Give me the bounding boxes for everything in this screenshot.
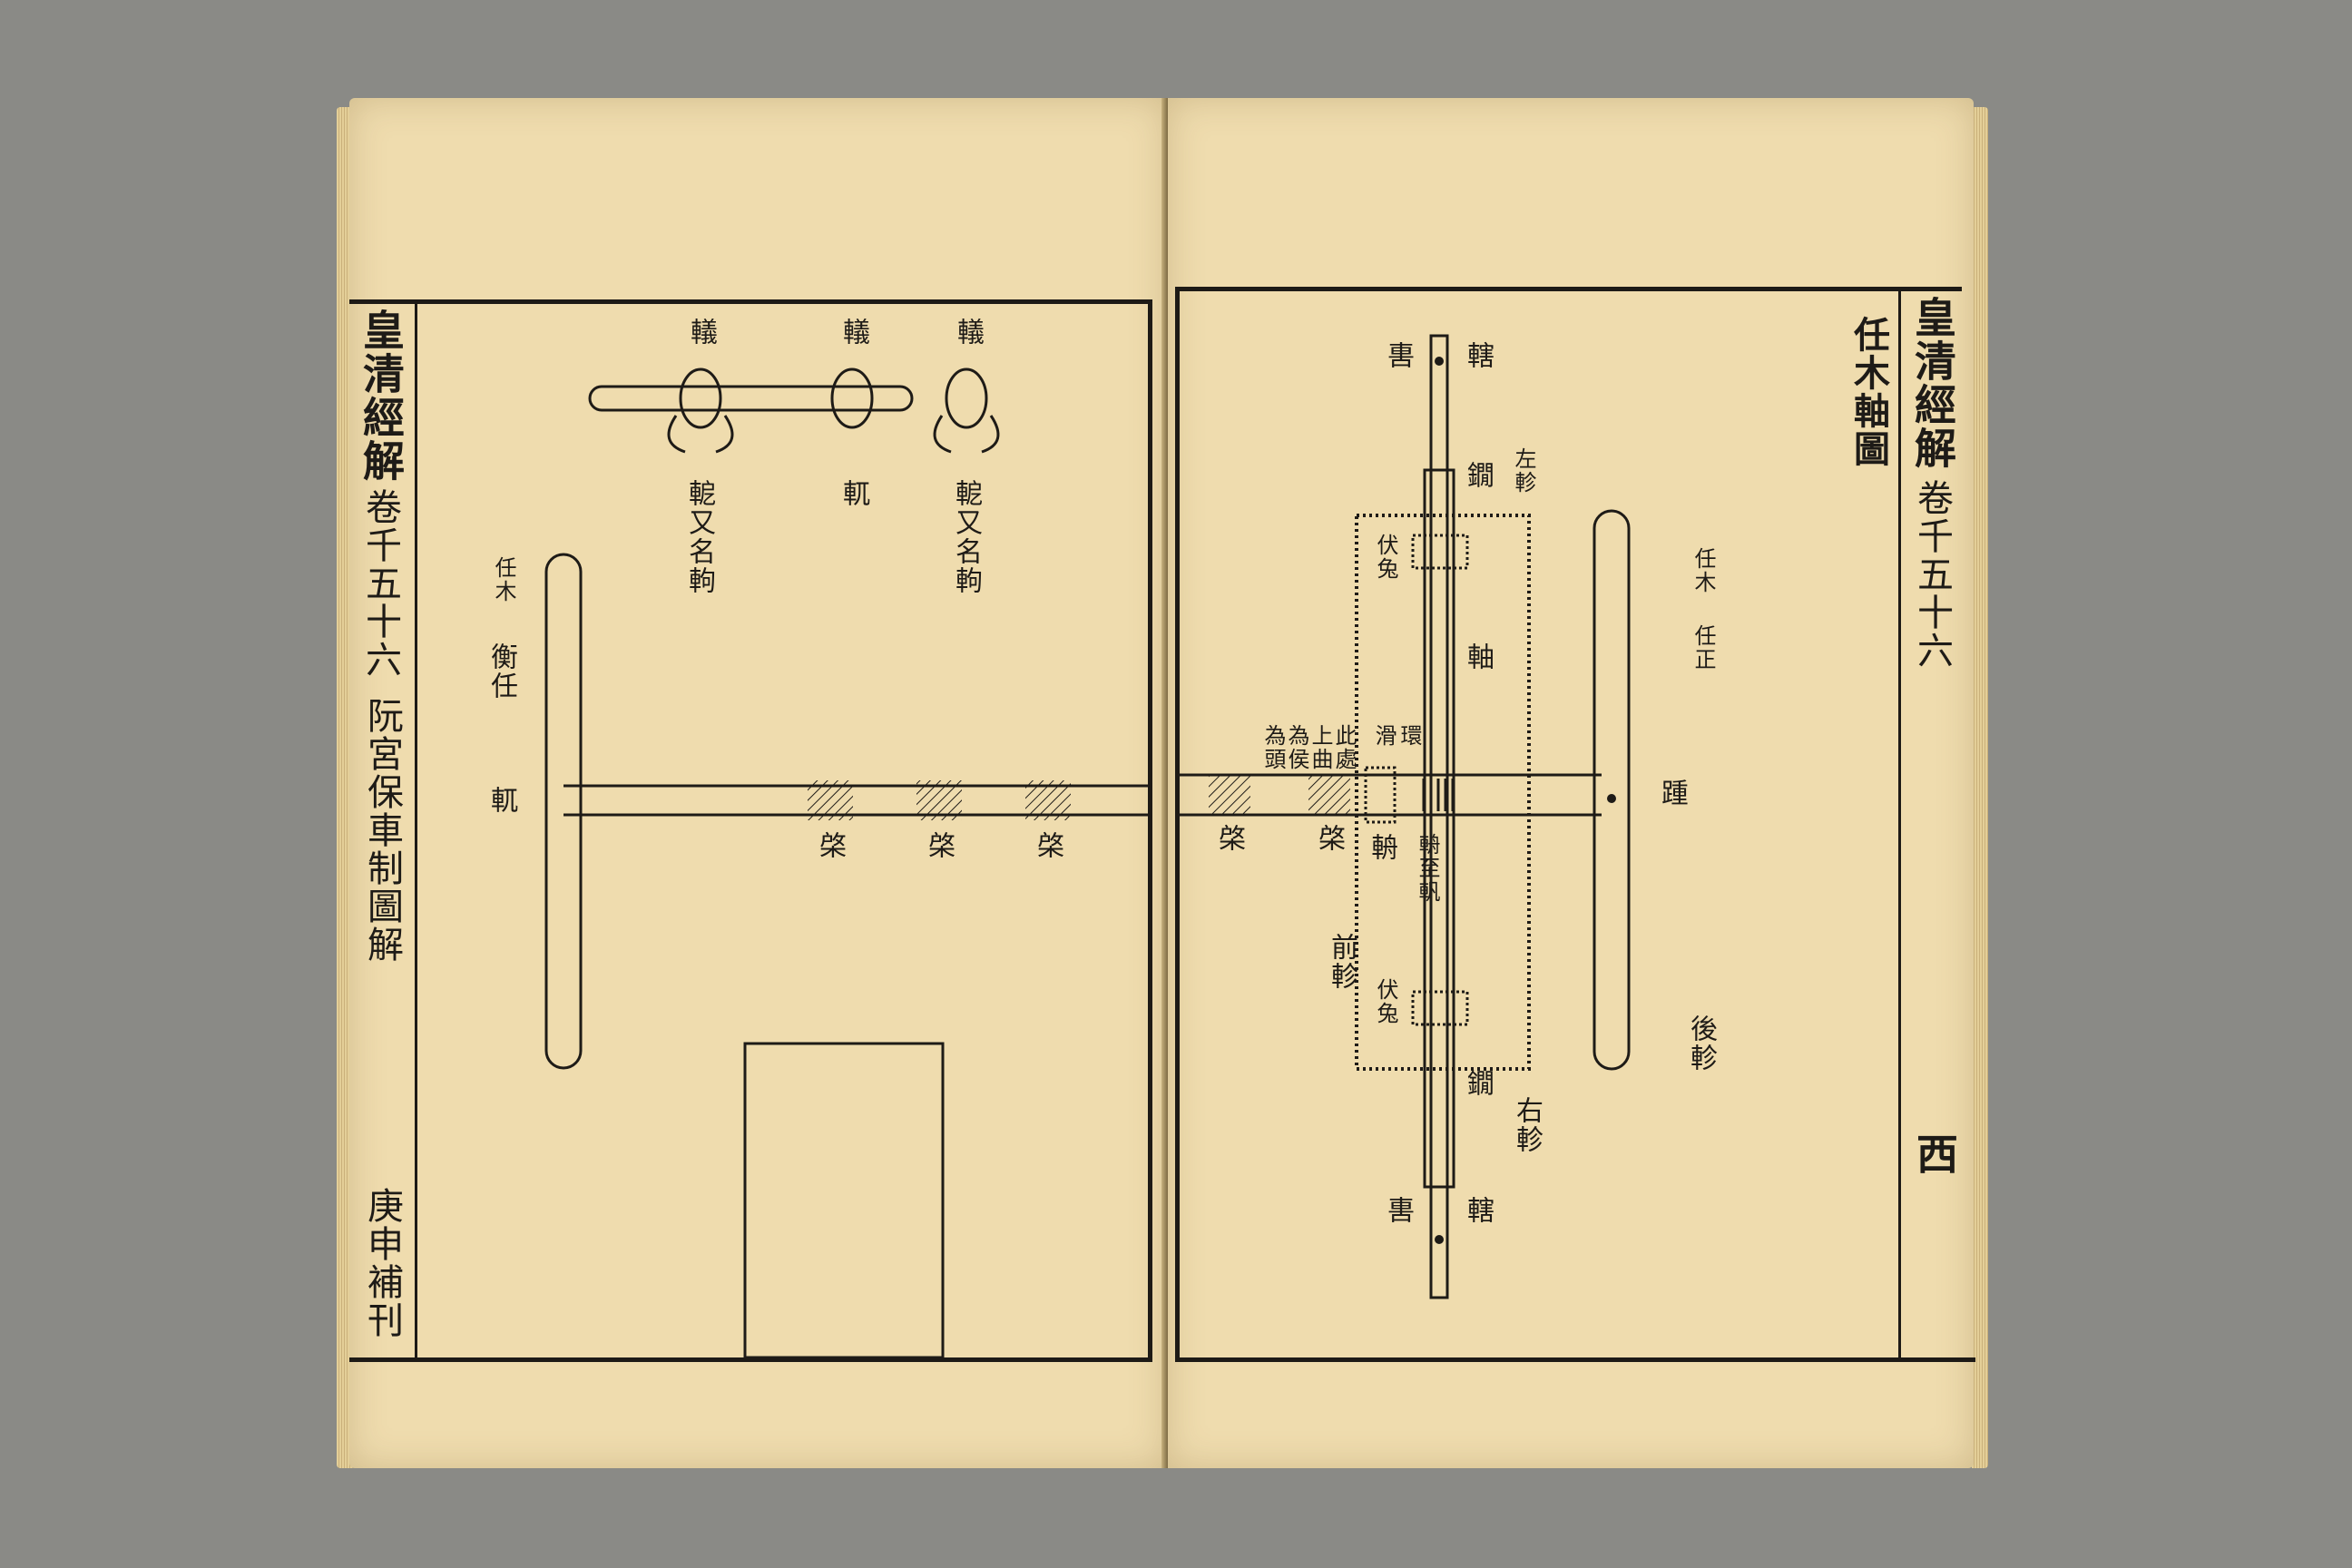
label-top-axle-end: 軎	[1382, 341, 1414, 370]
label-hou-zhen: 後軫	[1685, 1014, 1717, 1073]
label-spoke-3: 棨	[1032, 831, 1063, 860]
label-ren-zheng: 任正	[1690, 624, 1716, 671]
label-ring-left: 軶又名軥	[683, 479, 715, 595]
label-renmu: 任木	[491, 556, 516, 603]
label-renmu-right: 任木	[1690, 547, 1716, 594]
label-ci-chu: 此處	[1331, 724, 1357, 771]
frame-bottom-rule	[1177, 1357, 1975, 1362]
open-book: 皇清經解 卷千五十六 阮宮保車制圖解 庚申補刊	[337, 98, 1988, 1477]
axle-pin-bottom	[1435, 1235, 1444, 1244]
label-ring-right: 軶又名軥	[950, 479, 982, 595]
left-page: 皇清經解 卷千五十六 阮宮保車制圖解 庚申補刊	[349, 98, 1166, 1468]
label-fu: 輈	[1366, 833, 1397, 862]
right-diagram	[1177, 334, 1631, 1299]
label-jian-top: 鐗	[1462, 461, 1494, 490]
margin-title: 皇清經解	[357, 309, 406, 483]
label-top-3: 轙	[952, 318, 984, 347]
axle-pin-top	[1435, 357, 1444, 366]
yoke-bar	[544, 553, 583, 1070]
page-number: 西	[1910, 1132, 1959, 1176]
margin-title: 皇清經解	[1908, 296, 1957, 470]
label-spoke-2: 棨	[923, 831, 955, 860]
label-huan: 環	[1396, 724, 1422, 748]
label-spoke-2: 棨	[1313, 824, 1345, 853]
label-left-zhen-top: 左軫	[1511, 447, 1536, 495]
frame-top-rule	[1177, 287, 1962, 291]
label-bottom-wei: 轄	[1462, 1196, 1494, 1225]
label-zhou: 軸	[1462, 642, 1494, 671]
label-yoke: 衡任	[485, 642, 517, 701]
margin-column-rule	[415, 304, 417, 1359]
ring-right-horns	[933, 415, 1000, 454]
heng-bar	[588, 385, 914, 412]
label-top-wei: 轄	[1462, 341, 1494, 370]
label-fu-tu-top: 伏兔	[1373, 534, 1398, 581]
hatch-1	[1209, 775, 1250, 815]
right-page: 皇清經解 卷千五十六 西 任木軸圖	[1168, 98, 1975, 1468]
label-zhong: 踵	[1656, 779, 1688, 808]
label-wei-tou: 為頭	[1260, 724, 1286, 771]
label-hua: 滑	[1371, 724, 1396, 748]
hatch-2	[916, 780, 962, 820]
margin-footer: 庚申補刊	[361, 1187, 403, 1339]
label-top-2: 轙	[838, 318, 869, 347]
label-shang-qu: 上曲	[1308, 724, 1333, 771]
page-edges-right	[1972, 107, 1988, 1468]
label-fu-tu-bottom: 伏兔	[1373, 978, 1398, 1025]
label-jian-bottom: 鐗	[1462, 1069, 1494, 1098]
label-top-1: 轙	[685, 318, 717, 347]
page-edges-left	[337, 107, 353, 1468]
huan-box	[1364, 766, 1396, 824]
fu-tu-bottom	[1411, 990, 1469, 1026]
ring-left	[679, 368, 722, 429]
frame-right-rule	[1148, 299, 1152, 1361]
axle-body	[1423, 468, 1455, 1189]
margin-volume: 卷千五十六	[359, 488, 401, 679]
label-qian-zhen: 前軫	[1326, 933, 1357, 991]
label-right-zhen: 右軫	[1511, 1096, 1543, 1154]
left-diagram	[544, 368, 1148, 1359]
margin-column-rule	[1898, 291, 1901, 1357]
frame-left-rule	[1175, 287, 1180, 1362]
hatch-3	[1025, 780, 1071, 820]
ring-mid	[830, 368, 874, 429]
ring-left-horns	[667, 415, 734, 454]
cart-box	[1355, 514, 1531, 1071]
axle	[1429, 334, 1449, 1299]
fu-tu-top	[1411, 534, 1469, 570]
label-bottom-axle-end: 軎	[1382, 1196, 1414, 1225]
rear-bar	[1592, 509, 1631, 1071]
ring-right	[945, 368, 988, 429]
label-zhu-mian: 輈至軓	[1415, 833, 1440, 904]
label-wei-hou: 為侯	[1284, 724, 1309, 771]
frame-top-rule	[349, 299, 1152, 304]
hatch-blocks	[808, 780, 1071, 820]
rear-pin	[1607, 794, 1616, 803]
label-wheel-hub: 軏	[485, 786, 517, 815]
hatch-2	[1308, 775, 1350, 815]
label-spoke-1: 棨	[1213, 824, 1245, 853]
lower-box	[743, 1042, 945, 1359]
diagram-title: 任木軸圖	[1847, 316, 1890, 468]
hatch-1	[808, 780, 853, 820]
label-ring-mid: 軏	[838, 479, 869, 508]
margin-subtitle: 阮宮保車制圖解	[361, 697, 403, 964]
margin-volume: 卷千五十六	[1911, 479, 1953, 670]
frame-bottom-rule	[349, 1357, 1152, 1362]
label-spoke-1: 棨	[814, 831, 846, 860]
